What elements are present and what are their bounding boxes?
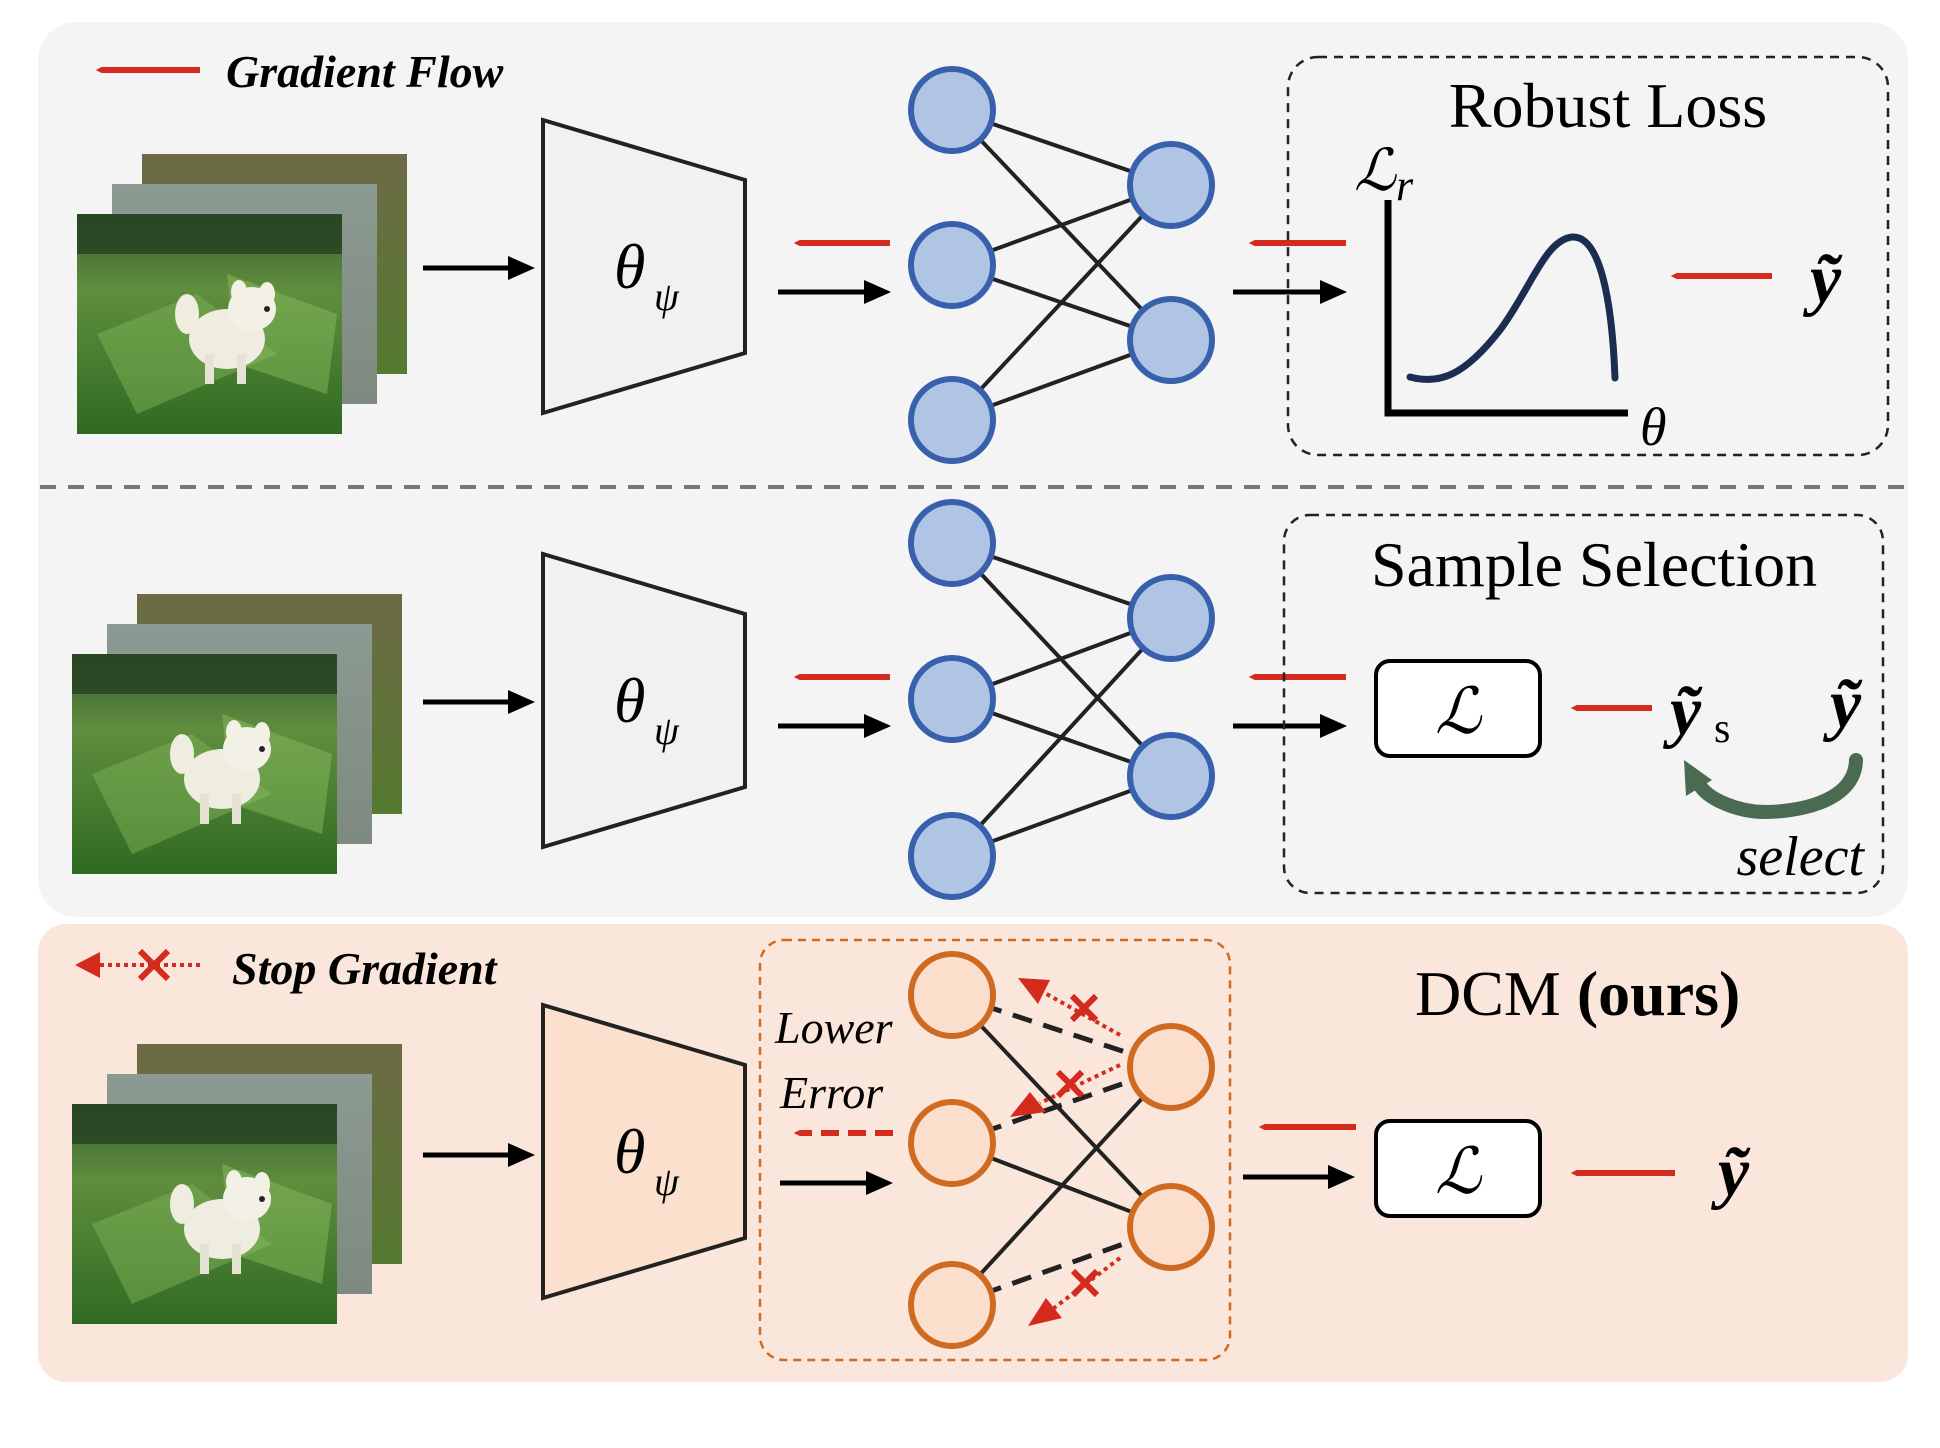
image-stack-1 (77, 154, 407, 434)
dcm-label: ỹ (1711, 1134, 1751, 1211)
image-stack-3 (72, 1044, 402, 1324)
image-stack-2 (72, 594, 402, 874)
encoder-labels: θ ψ θ ψ θ ψ (614, 231, 680, 1204)
network-3-nodes (908, 951, 1215, 1349)
encoder-trapezoid-2 (541, 551, 747, 850)
robust-loss-axes (1384, 200, 1628, 417)
robust-loss-ylabel-sub: r (1396, 161, 1414, 210)
encoder-trapezoid-3 (541, 1002, 747, 1301)
robust-loss-xlabel: θ (1640, 397, 1667, 457)
encoder-sub-3: ψ (654, 1159, 680, 1204)
encoder-trapezoid-1 (541, 117, 747, 416)
selection-loss-box (1374, 659, 1542, 758)
encoder-sub-1: ψ (654, 274, 680, 319)
sample-selection-title: Sample Selection (1371, 529, 1817, 600)
lower-text: Lower (774, 1002, 894, 1053)
select-arrowhead (1684, 760, 1712, 796)
stop-gradient-label: Stop Gradient (232, 943, 498, 994)
robust-loss-box (1286, 55, 1890, 457)
encoder-symbol-1: θ (614, 231, 645, 302)
gradient-flow-label: Gradient Flow (226, 46, 504, 97)
dcm-title-main: DCM (1415, 958, 1577, 1029)
robust-loss-label: ỹ (1803, 241, 1843, 318)
dcm-title-bold: (ours) (1577, 958, 1741, 1029)
select-arrow (1691, 753, 1863, 820)
robust-loss-ylabel: ℒ (1354, 138, 1397, 203)
selected-label: ỹ (1663, 673, 1703, 750)
dcm-loss-symbol: ℒ (1435, 1136, 1483, 1207)
select-label: select (1737, 826, 1866, 888)
network-1-nodes (908, 66, 1215, 464)
dcm-title: DCM (ours) (1415, 958, 1740, 1029)
stop-gradient-arrowheads (1010, 978, 1062, 1326)
input-arrows (423, 256, 535, 1167)
stop-gradient-legend-icon (75, 948, 202, 982)
dcm-loss-box (1374, 1119, 1542, 1218)
network-loss-arrows (1233, 239, 1356, 1189)
encoder-symbol-3: θ (614, 1116, 645, 1187)
selected-label-sub: s (1714, 706, 1730, 752)
encoder-network-arrows (778, 239, 893, 1195)
stop-gradient-x-marks (1055, 993, 1100, 1298)
network-2-nodes (908, 499, 1215, 900)
dcm-network-box (758, 938, 1232, 1362)
encoder-sub-2: ψ (654, 708, 680, 753)
robust-loss-title: Robust Loss (1449, 70, 1767, 141)
error-text: Error (779, 1067, 884, 1118)
selection-loss-symbol: ℒ (1435, 676, 1483, 747)
sample-selection-box (1282, 513, 1885, 895)
encoder-symbol-2: θ (614, 665, 645, 736)
noisy-label: ỹ (1823, 666, 1863, 743)
robust-loss-curve (1406, 233, 1619, 383)
